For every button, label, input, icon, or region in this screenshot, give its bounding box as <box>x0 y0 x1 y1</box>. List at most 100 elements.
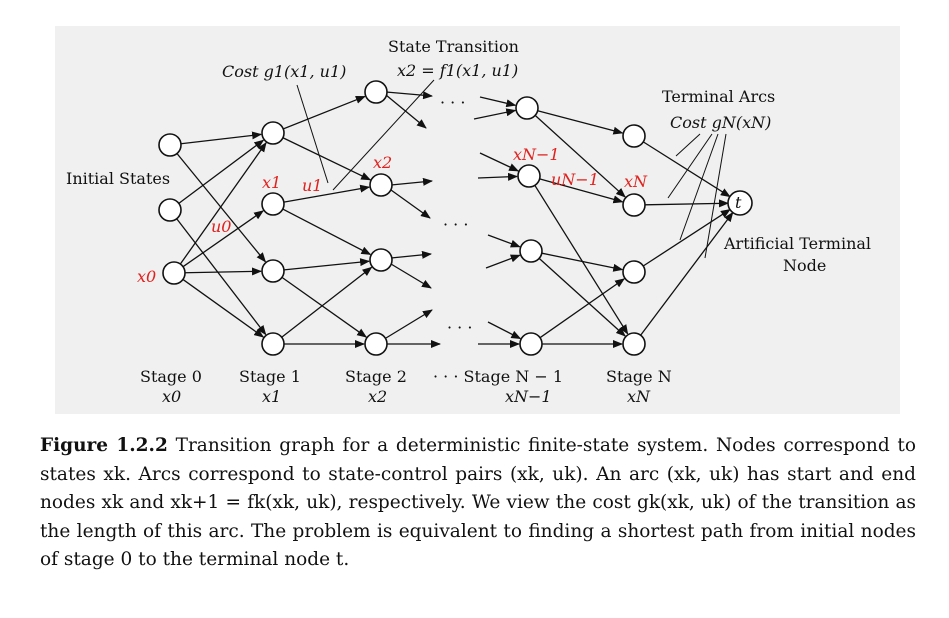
uN-1-label: uN−1 <box>551 170 599 189</box>
terminal-node-t: t <box>735 193 742 212</box>
transition-arc <box>541 252 624 272</box>
artificial-terminal-label: Artificial Terminal <box>723 234 871 253</box>
transition-graph-diagram: State Transition x2 = f1(x1, u1) Cost g1… <box>55 26 900 414</box>
transition-arc <box>281 276 368 338</box>
transition-arcs <box>176 91 734 348</box>
terminal-node <box>727 190 753 216</box>
state-node <box>364 332 388 356</box>
transition-arc <box>182 210 264 268</box>
u1-label: u1 <box>302 176 322 195</box>
transition-arc <box>182 278 265 338</box>
state-node <box>261 332 285 356</box>
transition-arc <box>539 178 624 204</box>
state-node <box>519 332 543 356</box>
state-node <box>158 133 182 157</box>
transition-arc <box>282 95 366 130</box>
stage-n-minus-1-var: xN−1 <box>505 387 552 406</box>
annotation-lines <box>296 79 727 259</box>
transition-arc <box>176 218 267 336</box>
stage-2-label: Stage 2 <box>345 367 407 386</box>
state-node <box>369 248 393 272</box>
state-nodes <box>158 80 753 356</box>
annotation-pointer-line <box>332 79 435 191</box>
state-node <box>622 332 646 356</box>
state-transition-title: State Transition <box>388 37 519 56</box>
annotation-pointer-line <box>679 133 719 241</box>
transition-arc <box>176 153 267 263</box>
partial-arc <box>385 309 433 339</box>
transition-arc <box>534 184 629 335</box>
cost-gN-label: Cost gN(xN) <box>670 113 771 132</box>
stage-1-var: x1 <box>262 387 281 406</box>
caption-figure-number: Figure 1.2.2 <box>40 435 168 456</box>
transition-arc <box>281 266 373 338</box>
transition-arc <box>539 278 625 339</box>
transition-arc <box>283 258 371 271</box>
transition-arc <box>282 137 372 181</box>
transition-arc <box>537 110 624 135</box>
partial-arc <box>390 177 433 186</box>
state-node <box>261 192 285 216</box>
transition-arc <box>538 257 626 337</box>
transition-arc <box>178 139 265 204</box>
u0-label: u0 <box>211 217 231 236</box>
stage-n-label: Stage N <box>606 367 672 386</box>
diagram-panel <box>55 26 900 414</box>
xN-label: xN <box>624 172 648 191</box>
state-transition-equation: x2 = f1(x1, u1) <box>397 61 518 80</box>
ellipsis-middle: · · · <box>443 215 468 234</box>
partial-arc <box>390 250 432 259</box>
ellipsis-top: · · · <box>440 93 465 112</box>
transition-arc <box>534 114 626 198</box>
terminal-arcs-label: Terminal Arcs <box>662 87 775 106</box>
annotation-pointer-line <box>667 133 713 199</box>
ellipsis-bottom: · · · <box>447 318 472 337</box>
transition-arc <box>180 131 263 145</box>
state-node <box>261 121 285 145</box>
state-node <box>364 80 388 104</box>
state-node <box>369 173 393 197</box>
stage-0-var: x0 <box>162 387 181 406</box>
partial-arc <box>385 94 427 129</box>
state-node <box>622 124 646 148</box>
transition-arc <box>640 211 734 336</box>
transition-arc <box>644 199 730 208</box>
state-node <box>515 96 539 120</box>
x0-label: x0 <box>137 267 156 286</box>
xN-1-label: xN−1 <box>513 145 560 164</box>
partial-arc <box>487 321 522 340</box>
x2-label: x2 <box>373 153 392 172</box>
state-node <box>158 198 182 222</box>
cost-g1-label: Cost g1(x1, u1) <box>222 62 346 81</box>
state-node <box>162 261 186 285</box>
transition-arc <box>642 209 731 267</box>
state-node <box>519 239 543 263</box>
figure-caption: Figure 1.2.2 Transition graph for a dete… <box>40 432 916 575</box>
partial-arc <box>385 91 433 100</box>
annotation-pointer-line <box>704 133 727 259</box>
state-node <box>622 260 646 284</box>
state-node <box>261 259 285 283</box>
partial-arc <box>390 189 431 219</box>
stage-2-var: x2 <box>368 387 387 406</box>
partial-arc <box>487 234 521 248</box>
node-label: Node <box>783 256 826 275</box>
partial-arc <box>479 152 520 172</box>
stage-1-label: Stage 1 <box>239 367 301 386</box>
stage-n-minus-1-label: · · · Stage N − 1 <box>433 367 563 386</box>
partial-arc <box>477 172 519 181</box>
partial-arc <box>390 263 432 289</box>
partial-arc <box>473 108 517 120</box>
transition-arc <box>282 208 372 256</box>
transition-arc <box>184 267 263 276</box>
stage-n-var: xN <box>627 387 651 406</box>
transition-arc <box>283 184 371 203</box>
state-node <box>517 164 541 188</box>
transition-arc <box>642 141 731 198</box>
caption-text: Transition graph for a deterministic fin… <box>40 435 916 570</box>
partial-arc <box>479 96 517 108</box>
state-node <box>622 193 646 217</box>
stage-0-label: Stage 0 <box>140 367 202 386</box>
initial-states-label: Initial States <box>66 169 170 188</box>
annotation-pointer-line <box>296 84 329 184</box>
